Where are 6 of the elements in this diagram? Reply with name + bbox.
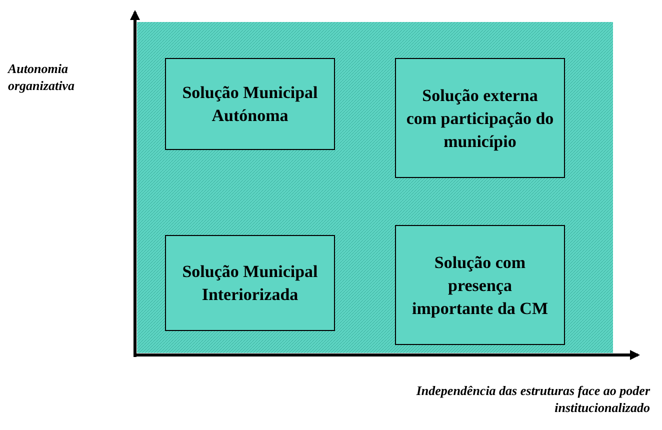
quadrant-box: Solução Municipal Autónoma — [165, 58, 335, 150]
quadrant-box: Solução com presença importante da CM — [395, 225, 565, 345]
quadrant-box: Solução Municipal Interiorizada — [165, 235, 335, 331]
axis-label: Independência das estruturas face ao poder institucionalizado — [415, 382, 650, 416]
axis-label: Autonomia organizativa — [8, 60, 76, 94]
quadrant-box: Solução externa com participação do município — [395, 58, 565, 178]
